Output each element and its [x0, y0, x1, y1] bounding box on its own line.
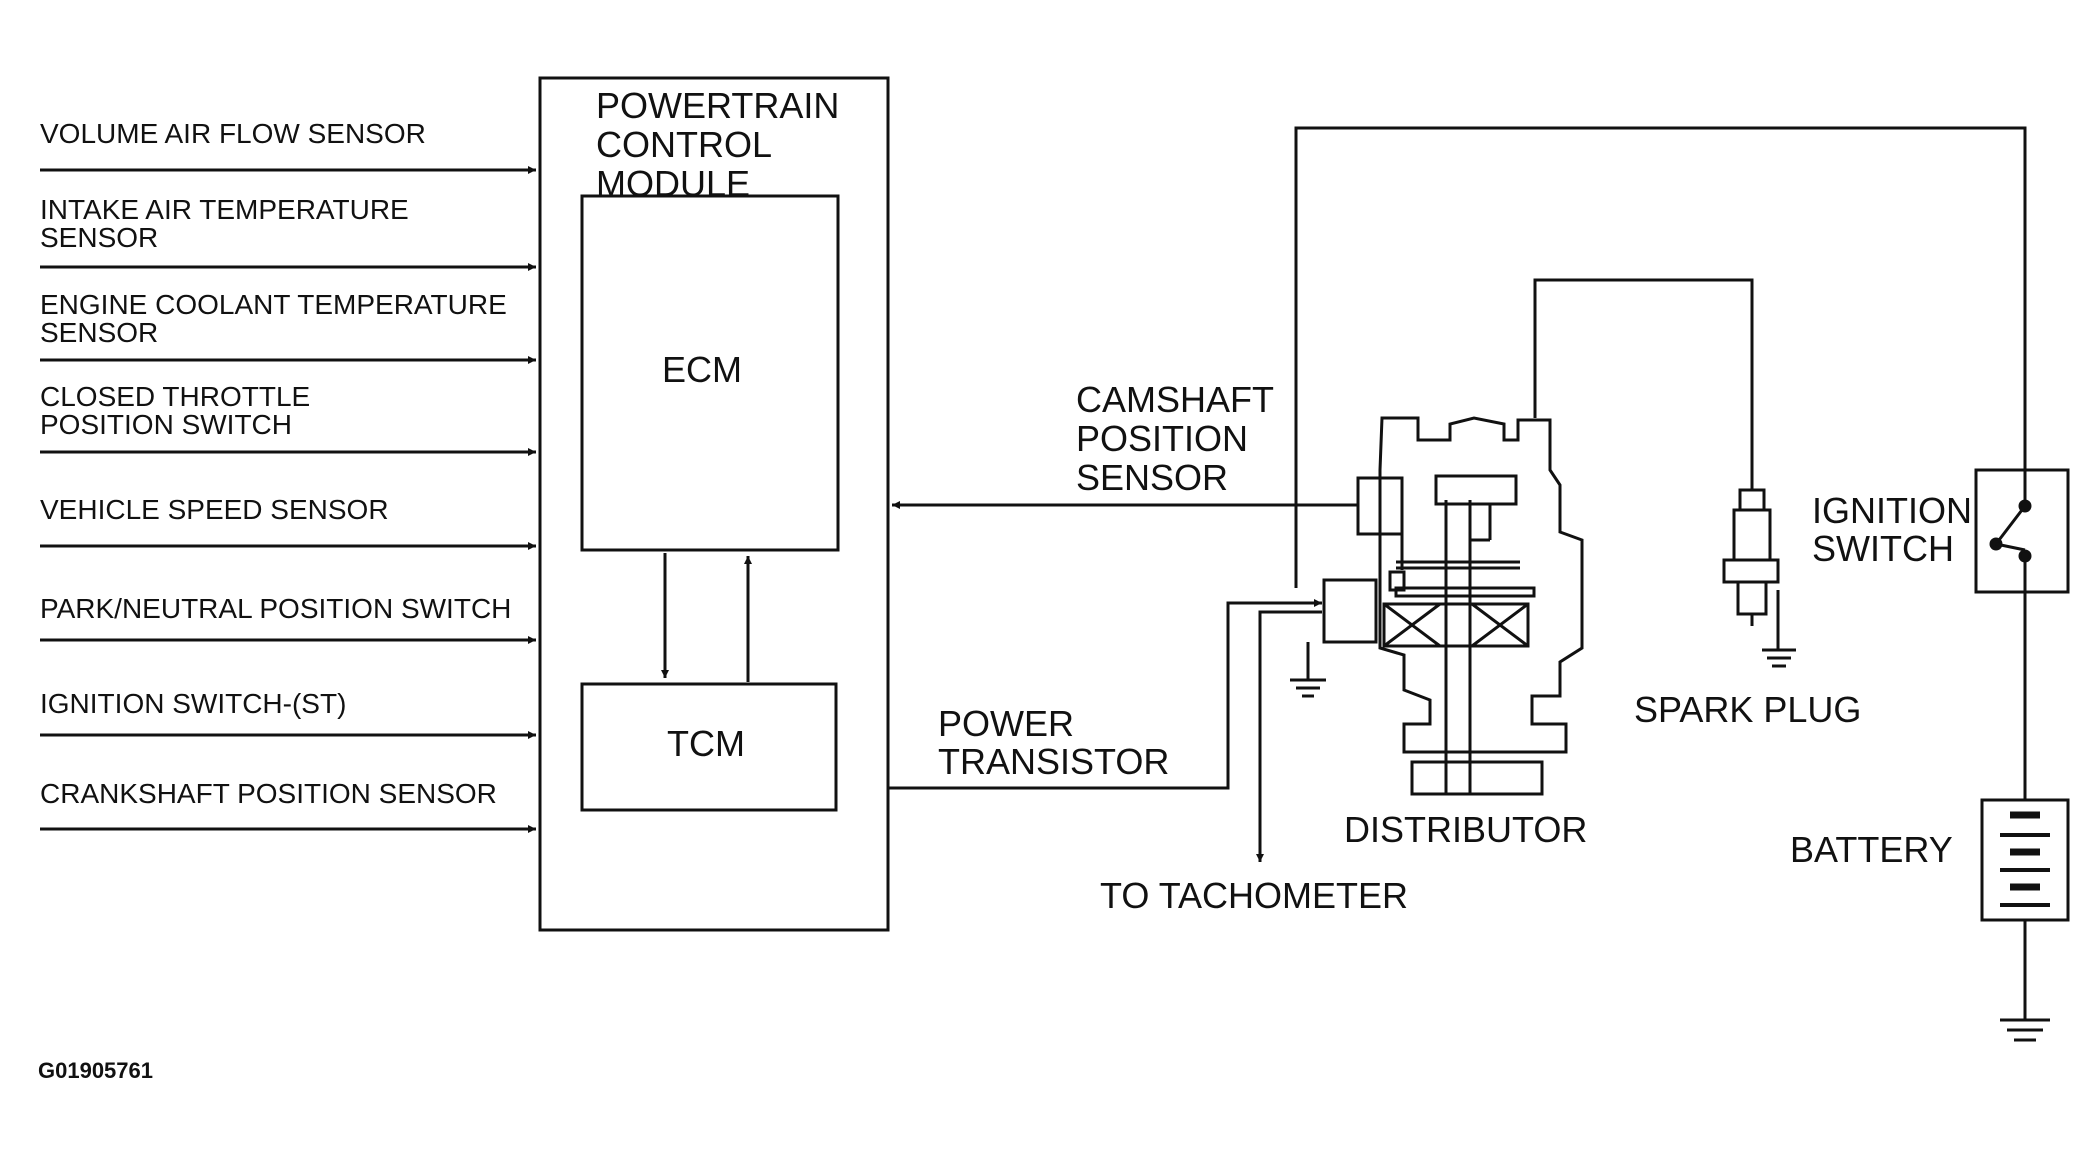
ignition-switch-symbol — [1974, 468, 2070, 800]
spark-plug-label: SPARK PLUG — [1634, 689, 1862, 730]
distributor-label: DISTRIBUTOR — [1344, 809, 1588, 850]
ecm-box — [580, 194, 840, 552]
power-transistor-wire — [888, 599, 1322, 790]
distributor-plate-lower — [1394, 586, 1536, 598]
ecm-label: ECM — [662, 349, 742, 390]
spark-plug-symbol — [1722, 488, 1796, 668]
distributor-shaft-base — [1410, 760, 1544, 796]
tcm-label: TCM — [667, 723, 745, 764]
input-label-volume-air-flow: VOLUME AIR FLOW SENSOR — [40, 118, 426, 149]
tachometer-wire — [1256, 610, 1322, 862]
distributor-rotor — [1434, 474, 1518, 506]
tcm-box — [580, 682, 838, 812]
input-label-crankshaft-position: CRANKSHAFT POSITION SENSOR — [40, 778, 497, 809]
power-transistor-body — [1322, 578, 1378, 644]
distributor-housing — [1378, 416, 1584, 754]
pcm-box — [538, 76, 890, 932]
distributor-ground — [1290, 642, 1326, 698]
battery-label: BATTERY — [1790, 829, 1953, 870]
figure-id: G01905761 — [38, 1058, 153, 1083]
to-tachometer-label: TO TACHOMETER — [1100, 875, 1409, 916]
input-arrows — [40, 166, 536, 833]
ignition-feed-wire — [1294, 126, 2027, 588]
ignition-coil — [1382, 602, 1530, 648]
battery-symbol — [1980, 798, 2070, 1042]
input-label-park-neutral: PARK/NEUTRAL POSITION SWITCH — [40, 593, 512, 624]
input-label-vehicle-speed: VEHICLE SPEED SENSOR — [40, 494, 389, 525]
coil-to-plug-wire — [1533, 278, 1754, 490]
camshaft-sensor-body — [1356, 476, 1404, 536]
input-label-ignition-switch-st: IGNITION SWITCH-(ST) — [40, 688, 347, 719]
